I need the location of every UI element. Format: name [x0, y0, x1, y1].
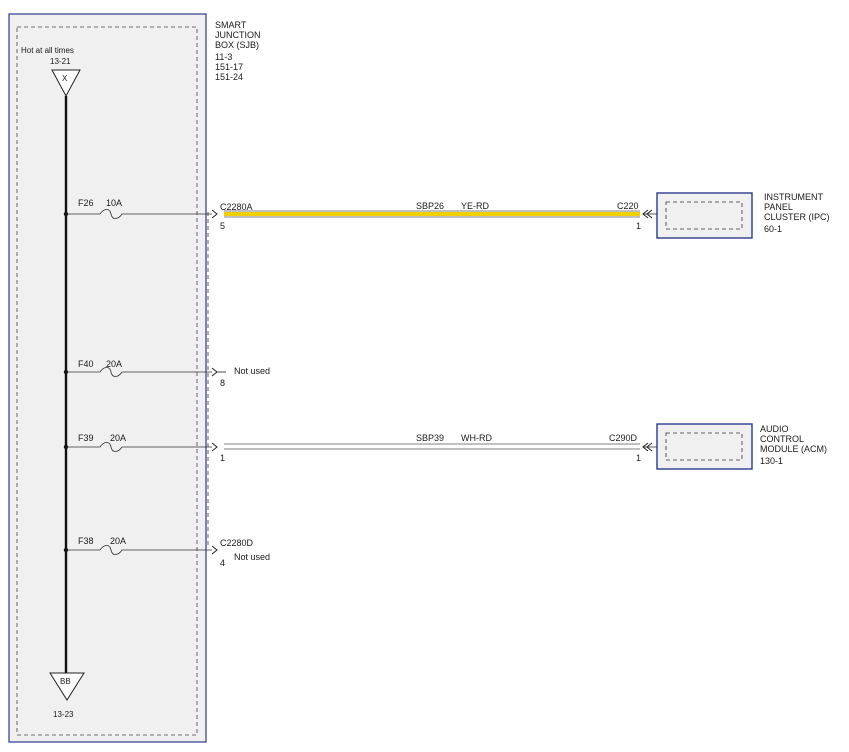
- pin-1-sjb: 1: [220, 453, 225, 463]
- connector-chevron-3: [211, 442, 218, 452]
- note-not-used-2: Not used: [234, 552, 270, 562]
- circuit-sbp26: SBP26: [416, 201, 444, 211]
- connector-c2280a: C2280A: [220, 202, 253, 212]
- acm-label-3: 130-1: [760, 456, 783, 466]
- fuse-rating-f40: 20A: [106, 359, 122, 369]
- far-pin-1-ipc: 1: [636, 221, 641, 231]
- ground-ref: 13-23: [53, 710, 74, 719]
- connector-chevron-1: [211, 209, 218, 219]
- sjb-box: [8, 13, 207, 743]
- fuse-rating-f39: 20A: [110, 433, 126, 443]
- sjb-label-4: 151-17: [215, 62, 243, 72]
- connector-chevron-4: [211, 545, 218, 555]
- pin-5: 5: [220, 221, 225, 231]
- ground-triangle: [49, 672, 85, 701]
- hot-label: Hot at all times: [21, 46, 74, 55]
- pin-8: 8: [220, 378, 225, 388]
- fuse-rating-f38: 20A: [110, 536, 126, 546]
- connector-c290d: C290D: [609, 433, 638, 443]
- hot-triangle: [51, 69, 81, 98]
- sjb-label-1: JUNCTION: [215, 30, 261, 40]
- connector-chevron-2: [211, 367, 218, 377]
- circuit-color-ye-rd: YE-RD: [461, 201, 490, 211]
- fuse-symbol-f39: [66, 442, 212, 452]
- sjb-label-0: SMART: [215, 20, 247, 30]
- sjb-label-2: BOX (SJB): [215, 40, 259, 50]
- hot-ref: 13-21: [50, 57, 71, 66]
- pin-4: 4: [220, 558, 225, 568]
- ipc-inner-dashed: [665, 201, 743, 230]
- ipc-label-2: CLUSTER (IPC): [764, 212, 830, 222]
- hot-letter: X: [62, 74, 68, 83]
- fuse-symbol-f40: [66, 367, 212, 377]
- sjb-label-3: 11-3: [215, 52, 232, 62]
- connector-c2280d: C2280D: [220, 538, 254, 548]
- acm-module-box: [656, 423, 753, 470]
- connector-c220: C220: [617, 201, 639, 211]
- fuse-name-f39: F39: [78, 433, 94, 443]
- ipc-label-1: PANEL: [764, 202, 793, 212]
- acm-label-2: MODULE (ACM): [760, 444, 827, 454]
- acm-label-0: AUDIO: [760, 424, 789, 434]
- fuse-name-f26: F26: [78, 198, 94, 208]
- ground-letter: BB: [60, 677, 71, 686]
- circuit-sbp39: SBP39: [416, 433, 444, 443]
- far-pin-1-acm: 1: [636, 453, 641, 463]
- ipc-label-0: INSTRUMENT: [764, 192, 823, 202]
- sjb-label-5: 151-24: [215, 72, 243, 82]
- fuse-name-f40: F40: [78, 359, 94, 369]
- acm-label-1: CONTROL: [760, 434, 804, 444]
- fuse-symbol-f38: [66, 545, 212, 555]
- fuse-rating-f26: 10A: [106, 198, 122, 208]
- fuse-name-f38: F38: [78, 536, 94, 546]
- sjb-inner-dashed: [16, 26, 198, 736]
- fuse-symbol-f26: [66, 209, 212, 219]
- ipc-module-box: [656, 192, 753, 239]
- ipc-label-3: 60-1: [764, 224, 782, 234]
- circuit-color-wh-rd: WH-RD: [461, 433, 492, 443]
- note-not-used-1: Not used: [234, 366, 270, 376]
- acm-inner-dashed: [665, 432, 743, 461]
